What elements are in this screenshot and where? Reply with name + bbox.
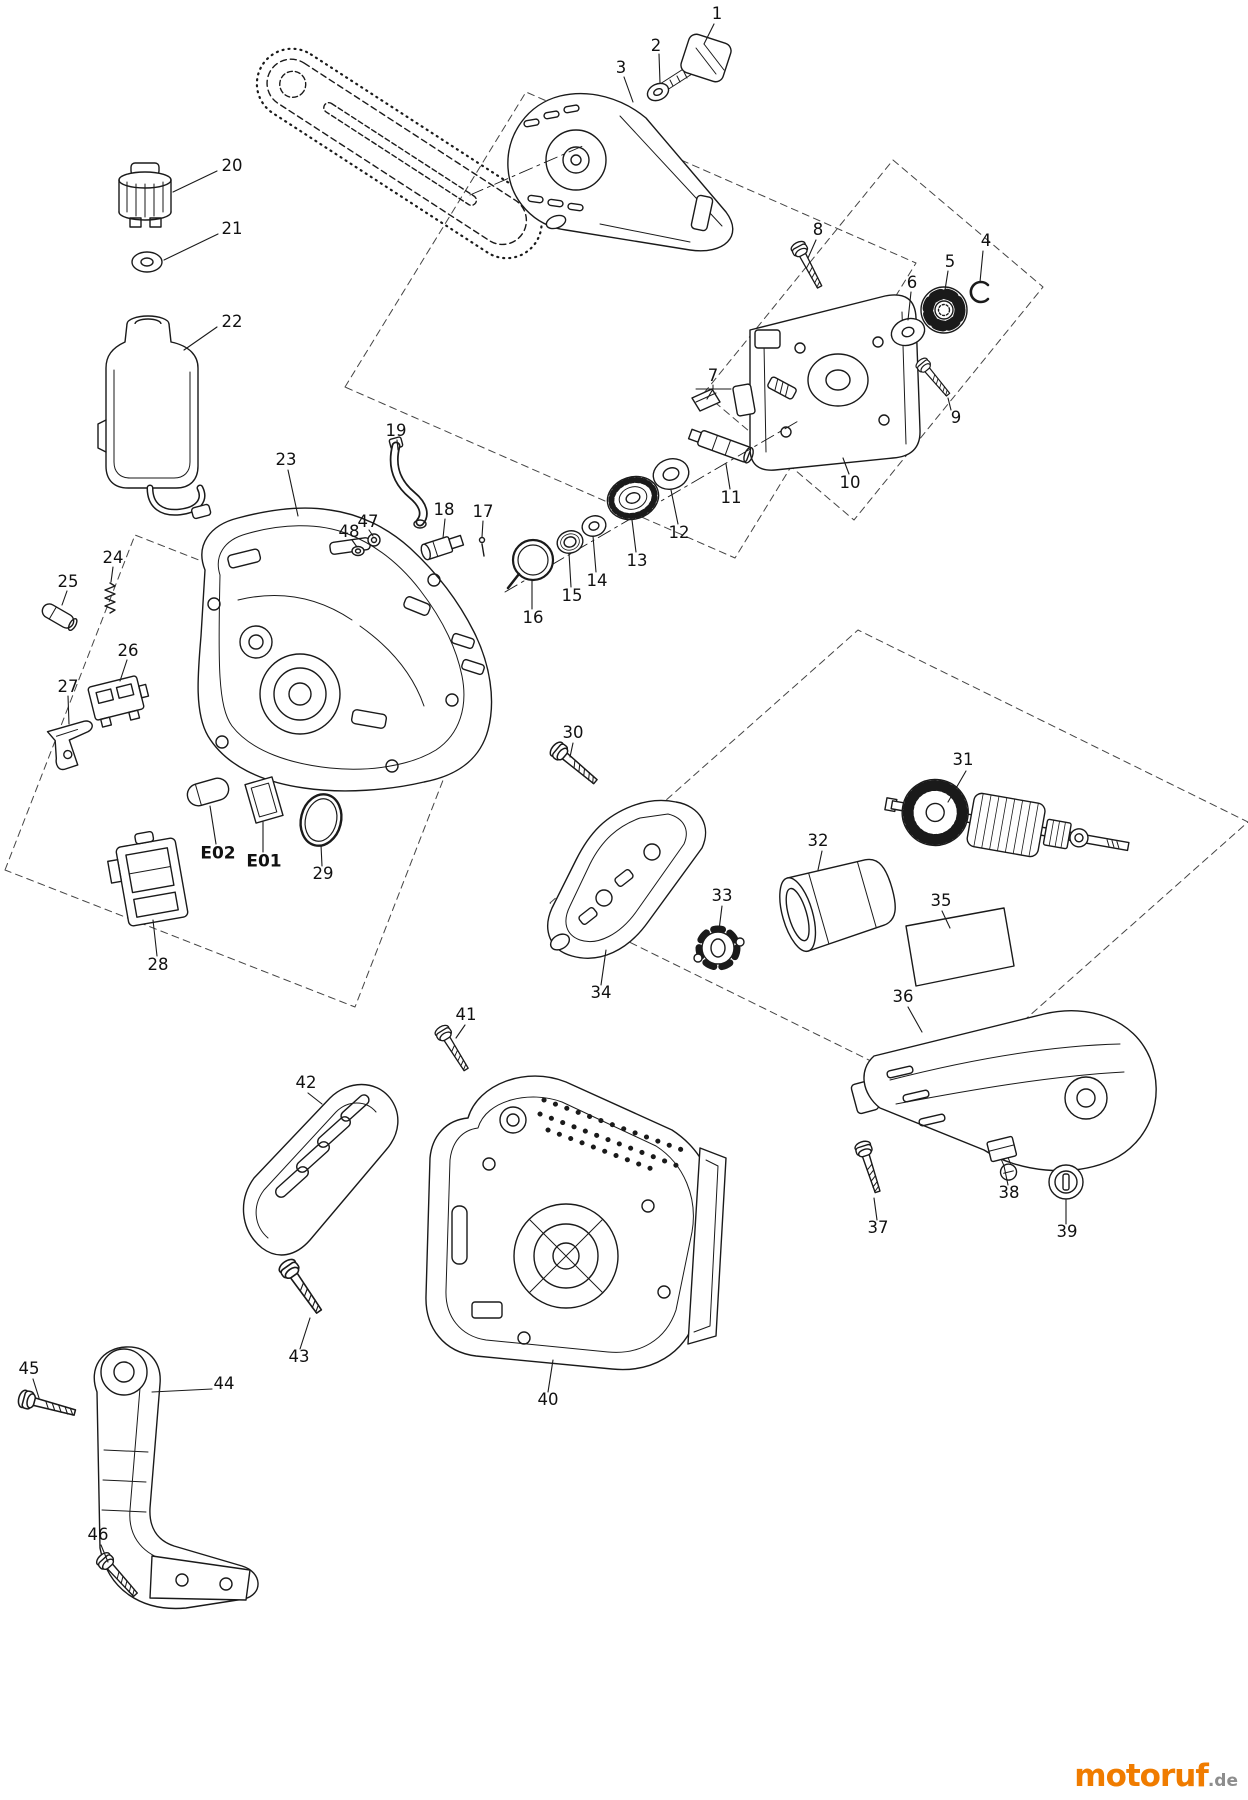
- part-48-washer: [351, 545, 365, 557]
- part-47-nut: [367, 533, 381, 547]
- part-32-field-sleeve: [779, 858, 896, 953]
- part-41-screw: [432, 1022, 474, 1075]
- part-9-screw: [913, 355, 954, 400]
- part-11-shaft: [687, 428, 754, 464]
- part-24-spring: [104, 582, 116, 614]
- part-19-oil-hose: [388, 436, 428, 529]
- part-29-o-ring: [299, 793, 343, 847]
- part-31-armature: [884, 778, 1130, 858]
- part-1-retainer-knob: [659, 33, 732, 93]
- part-22-oil-tank: [97, 315, 212, 520]
- part-39-cap: [1048, 1164, 1084, 1200]
- part-35-insulation-sheet: [905, 907, 1015, 987]
- part-20-oil-cap: [118, 162, 172, 228]
- part-14-washer: [581, 515, 607, 537]
- part-4-circlip: [969, 280, 990, 304]
- part-43-screw: [276, 1255, 328, 1318]
- part-26-switch: [87, 675, 150, 728]
- part-e02-sponge: [186, 777, 230, 807]
- part-36-motor-housing: [850, 1010, 1157, 1172]
- part-30-screw: [547, 739, 602, 789]
- watermark-logo[interactable]: motoruf.de: [1074, 1761, 1238, 1792]
- part-23-gear-housing: [197, 507, 493, 792]
- part-27-lever: [46, 720, 93, 771]
- part-42-hand-guard: [242, 1083, 399, 1256]
- part-17-pin: [478, 536, 486, 557]
- part-2-washer: [646, 82, 670, 102]
- part-6-washer: [890, 317, 926, 347]
- part-40-main-housing: [425, 1075, 727, 1371]
- part-8-screw: [788, 238, 827, 292]
- part-33-brush-holder: [693, 925, 745, 971]
- part-16-ring: [506, 538, 555, 590]
- part-28-holder: [107, 830, 189, 927]
- leader-lines: [32, 23, 1067, 1563]
- part-45-screw: [15, 1388, 78, 1422]
- part-13-gear: [606, 475, 660, 521]
- part-e01-filter: [244, 776, 284, 824]
- part-25-pin: [41, 603, 78, 632]
- part-44-front-handle: [93, 1346, 259, 1610]
- part-12-bearing: [652, 457, 690, 491]
- watermark-suffix-text: .de: [1207, 1771, 1238, 1791]
- group-box-sprocket-assy: [703, 159, 1044, 521]
- oil-pump-worm: [767, 376, 797, 400]
- part-15-bearing: [556, 530, 584, 554]
- part-10-guard-plate: [732, 294, 921, 471]
- part-18-oiler-nozzle: [420, 534, 465, 561]
- part-38-terminal: [986, 1135, 1018, 1181]
- part-3-sprocket-cover: [469, 92, 734, 252]
- guide-bar-chain-ghost: [255, 47, 543, 260]
- part-7-spacer: [691, 384, 732, 412]
- part-37-screw: [853, 1138, 886, 1196]
- part-21-washer: [131, 251, 163, 273]
- part-34-handle-half: [547, 799, 707, 959]
- part-5-sprocket: [920, 286, 968, 334]
- watermark-main-text: motoruf: [1074, 1758, 1209, 1794]
